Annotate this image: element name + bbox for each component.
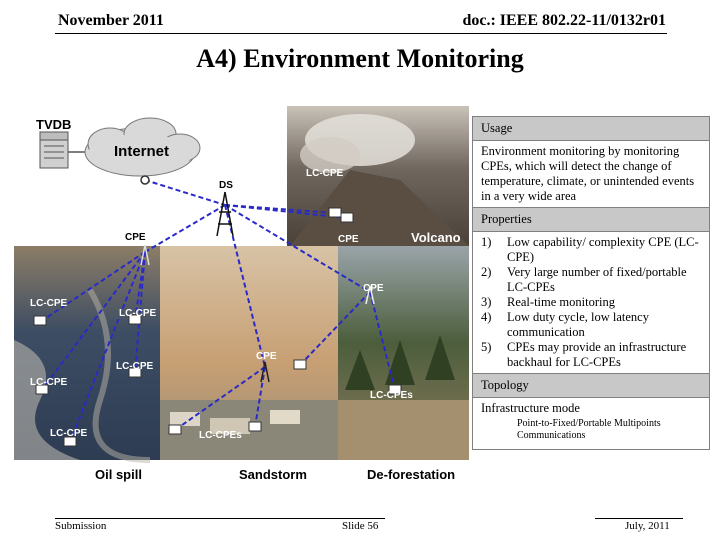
tvdb-server-icon (39, 131, 69, 169)
usage-heading: Usage (473, 117, 709, 141)
slide-title: A4) Environment Monitoring (196, 44, 524, 73)
topology-subtext: Point-to-Fixed/Portable Multipoints Comm… (517, 418, 661, 441)
header-doc-id: doc.: IEEE 802.22-11/0132r01 (462, 12, 666, 29)
properties-heading: Properties (473, 208, 709, 232)
list-item: 1)Low capability/ complexity CPE (LC-CPE… (481, 235, 699, 264)
ds-label: DS (219, 180, 233, 191)
lc-cpe-device-icon (340, 212, 354, 223)
gateway-node-icon (140, 175, 150, 185)
lc-cpe-label-3: LC-CPE (116, 361, 154, 372)
caption-deforestation: De-forestation (367, 467, 456, 482)
lc-cpe-device-icon (128, 367, 142, 378)
list-item: 2)Very large number of fixed/portable LC… (481, 265, 687, 294)
lc-cpe-device-icon (248, 421, 262, 432)
footer-slide-number: Slide 56 (342, 520, 379, 532)
tvdb-label: TVDB (36, 117, 72, 132)
lc-cpes-label-sandstorm: LC-CPEs (199, 430, 242, 441)
lc-cpe-device-icon (33, 315, 47, 326)
oil-spill-photo (14, 246, 162, 463)
list-item: 5)CPEs may provide an infrastructure bac… (481, 340, 687, 369)
footer-submission: Submission (55, 520, 107, 532)
lc-cpe-device-icon (388, 384, 402, 395)
caption-sandstorm: Sandstorm (239, 467, 307, 482)
cpe-label-sandstorm: CPE (256, 351, 277, 362)
info-table: Usage Environment monitoring by monitori… (472, 116, 710, 450)
footer-rule (55, 518, 385, 519)
list-item: 4)Low duty cycle, low latency communicat… (481, 310, 649, 339)
topology-cell: Infrastructure mode Point-to-Fixed/Porta… (473, 398, 709, 449)
volcano-photo (287, 106, 469, 246)
caption-volcano: Volcano (411, 230, 461, 245)
topology-text: Infrastructure mode (481, 401, 580, 415)
list-item: 3)Real-time monitoring (481, 295, 615, 309)
internet-label: Internet (114, 143, 170, 160)
network-diagram (14, 106, 469, 463)
caption-oil-spill: Oil spill (95, 467, 142, 482)
topology-heading: Topology (473, 374, 709, 398)
lc-cpe-device-icon (128, 314, 142, 325)
lc-cpe-label-1: LC-CPE (30, 298, 68, 309)
lc-cpe-device-icon (168, 424, 182, 435)
lc-cpe-label-4: LC-CPE (30, 377, 68, 388)
lc-cpe-label-volcano: LC-CPE (306, 168, 344, 179)
footer-date: July, 2011 (625, 520, 670, 532)
lc-cpe-label-2: LC-CPE (119, 308, 157, 319)
cpe-label-volcano: CPE (338, 234, 359, 245)
usage-text: Environment monitoring by monitoring CPE… (473, 141, 709, 208)
cpe-label-oilspill: CPE (125, 232, 146, 243)
lc-cpe-device-icon (35, 384, 49, 395)
lc-cpe-device-icon (328, 207, 342, 218)
properties-list: 1)Low capability/ complexity CPE (LC-CPE… (481, 235, 701, 370)
properties-list-cell: 1)Low capability/ complexity CPE (LC-CPE… (473, 232, 709, 374)
cpe-tower-icon (260, 361, 270, 383)
header-rule (55, 33, 667, 34)
ds-tower-icon (216, 191, 234, 237)
lc-cpes-label-forest: LC-CPEs (370, 390, 413, 401)
cpe-label-forest: CPE (363, 283, 384, 294)
lc-cpe-device-icon (63, 436, 77, 447)
cpe-tower-icon (140, 244, 150, 266)
deforestation-photo (338, 246, 469, 460)
lc-cpe-device-icon (293, 359, 307, 370)
footer-rule-right (595, 518, 683, 519)
cpe-tower-icon (365, 285, 375, 305)
internet-cloud-icon (84, 117, 201, 177)
header-date: November 2011 (58, 12, 164, 29)
lc-cpe-label-5: LC-CPE (50, 428, 88, 439)
